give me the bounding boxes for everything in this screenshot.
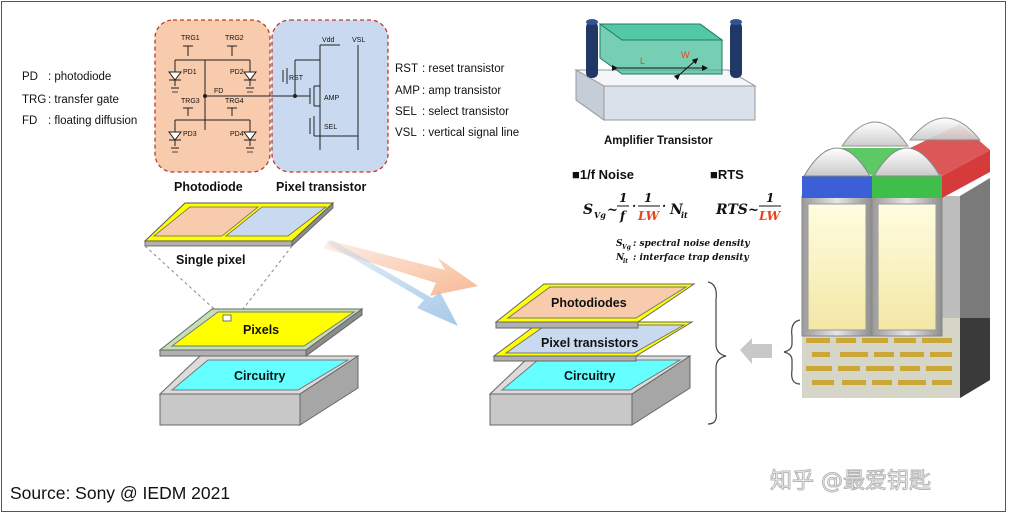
noise-formulas: ■1/f Noise ■RTS S Vg ~ 1 f · 1 LW · N it… <box>572 167 782 265</box>
label-vdd: Vdd <box>322 37 335 44</box>
note-interface-trap: : interface trap density <box>633 253 749 263</box>
source-caption: Source: Sony @ IEDM 2021 <box>10 483 230 503</box>
stacked-sensor-illustration <box>801 117 990 398</box>
svg-text:S: S <box>616 239 623 249</box>
legend-pd-abbr: PD <box>22 71 38 83</box>
legend-trg-desc: : transfer gate <box>48 94 119 106</box>
amplifier-transistor-illustration: L W Amplifier Transistor <box>574 19 757 147</box>
left-stack: Circuitry Pixels <box>158 308 364 426</box>
photodiodes-label: Photodiodes <box>551 296 627 310</box>
legend-fd-abbr: FD <box>22 115 37 127</box>
svg-text:LW: LW <box>637 209 661 223</box>
middle-brace <box>707 281 727 425</box>
label-sel: SEL <box>324 124 337 131</box>
pixel-transistor-title: Pixel transistor <box>276 180 366 194</box>
circuitry-left-label: Circuitry <box>234 369 285 383</box>
single-pixel-label: Single pixel <box>176 253 245 267</box>
legend-vsl-abbr: VSL <box>395 127 417 139</box>
svg-text:1: 1 <box>619 191 627 205</box>
svg-text:RTS: RTS <box>715 202 748 218</box>
heading-rts: ■RTS <box>710 167 744 182</box>
watermark-text: 知乎 @最爱钥匙 <box>770 469 931 494</box>
legend-left: PD : photodiode TRG : transfer gate FD :… <box>22 71 137 127</box>
label-trg3: TRG3 <box>181 98 200 105</box>
legend-vsl-desc: : vertical signal line <box>422 127 519 139</box>
pixel-transistor-region <box>271 19 389 173</box>
single-pixel-plate: Single pixel <box>143 202 335 267</box>
svg-text:it: it <box>681 210 688 220</box>
note-nit-symbol: N <box>615 253 625 263</box>
circuitry-right-label: Circuitry <box>564 369 615 383</box>
label-amp: AMP <box>324 95 340 102</box>
svg-text:N: N <box>669 202 684 218</box>
legend-sel-desc: : select transistor <box>422 106 509 118</box>
pixel-circuit-schematic: TRG1 TRG2 TRG3 TRG4 PD1 PD2 PD3 PD4 FD V… <box>154 19 389 194</box>
note-nit-index: it <box>623 258 628 265</box>
pixels-label: Pixels <box>243 323 279 337</box>
svg-text:f: f <box>619 209 627 223</box>
label-trg4: TRG4 <box>225 98 244 105</box>
legend-amp-desc: : amp transistor <box>422 85 501 97</box>
orange-arrow <box>324 240 478 296</box>
sensor-brace <box>783 319 801 385</box>
middle-stack: Circuitry Pixel transistors Photodiodes <box>488 283 696 426</box>
label-pd4: PD4 <box>230 131 244 138</box>
label-pd3: PD3 <box>183 131 197 138</box>
svg-text:1: 1 <box>766 191 774 205</box>
legend-fd-desc: : floating diffusion <box>48 115 137 127</box>
legend-sel-abbr: SEL <box>395 106 417 118</box>
length-label: L <box>640 56 645 66</box>
svg-text:·: · <box>632 199 636 213</box>
formula-svg-symbol: S <box>583 202 593 218</box>
label-fd: FD <box>214 88 223 95</box>
pixel-transistors-label: Pixel transistors <box>541 336 638 350</box>
note-spectral-density: : spectral noise density <box>633 239 750 249</box>
legend-rst-desc: : reset transistor <box>422 63 505 75</box>
label-trg1: TRG1 <box>181 35 200 42</box>
svg-text:~: ~ <box>748 203 759 218</box>
amplifier-title: Amplifier Transistor <box>604 135 713 147</box>
legend-amp-abbr: AMP <box>395 85 420 97</box>
width-label: W <box>681 50 690 60</box>
svg-text:Vg: Vg <box>622 244 631 251</box>
gray-left-arrow <box>740 338 772 364</box>
legend-trg-abbr: TRG <box>22 94 46 106</box>
svg-text:1: 1 <box>644 191 652 205</box>
label-vsl: VSL <box>352 37 365 44</box>
formula-svg-index: Vg <box>594 210 606 220</box>
legend-rst-abbr: RST <box>395 63 418 75</box>
svg-text:~: ~ <box>607 203 618 218</box>
label-trg2: TRG2 <box>225 35 244 42</box>
legend-pd-desc: : photodiode <box>48 71 111 83</box>
label-rst: RST <box>289 75 304 82</box>
svg-text:LW: LW <box>758 209 782 223</box>
label-pd2: PD2 <box>230 69 244 76</box>
photodiode-title: Photodiode <box>174 180 243 194</box>
label-pd1: PD1 <box>183 69 197 76</box>
blue-arrow <box>328 240 458 326</box>
legend-right: RST : reset transistor AMP : amp transis… <box>395 63 519 139</box>
svg-text:·: · <box>662 199 666 213</box>
heading-1f-noise: ■1/f Noise <box>572 167 634 182</box>
